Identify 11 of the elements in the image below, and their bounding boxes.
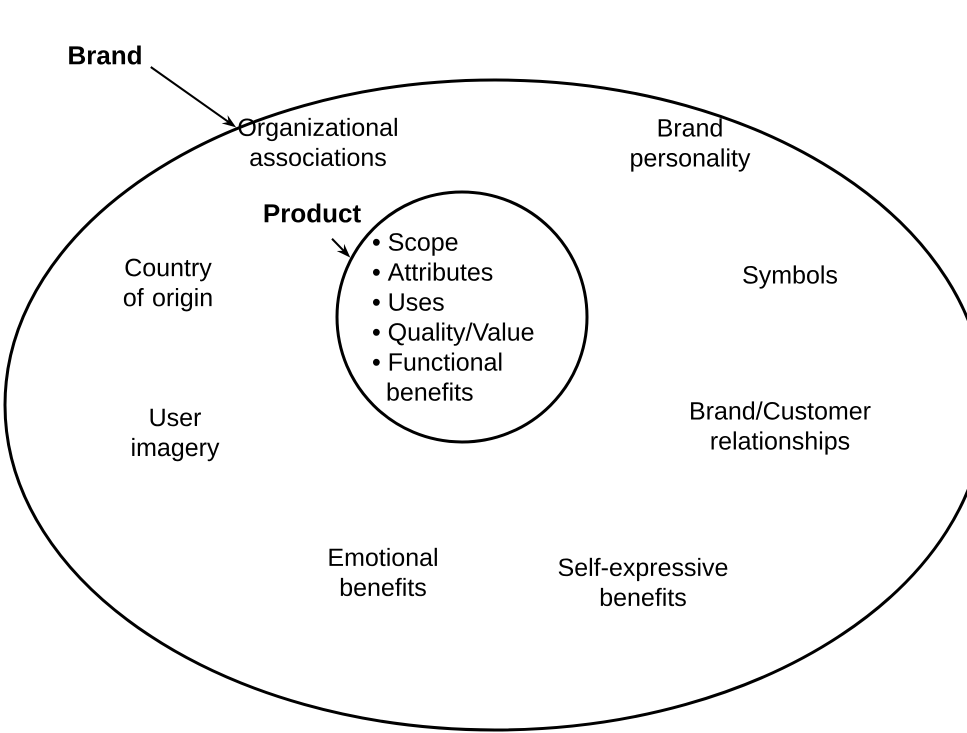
area-label: Organizational associations <box>238 118 397 166</box>
heading-label: Brand <box>69 45 141 65</box>
heading-label: Product <box>264 203 361 223</box>
area-label: Brand/Customer relationships <box>691 401 871 455</box>
area-label: User imagery <box>132 408 220 462</box>
area-label: Brand personality <box>631 118 750 172</box>
area-label: Symbols <box>743 265 837 289</box>
area-label: Self-expressive benefits <box>558 558 728 606</box>
ellipse-outline <box>4 78 967 732</box>
area-label: Country of origin <box>124 258 212 312</box>
area-label: Emotional benefits <box>329 548 437 596</box>
